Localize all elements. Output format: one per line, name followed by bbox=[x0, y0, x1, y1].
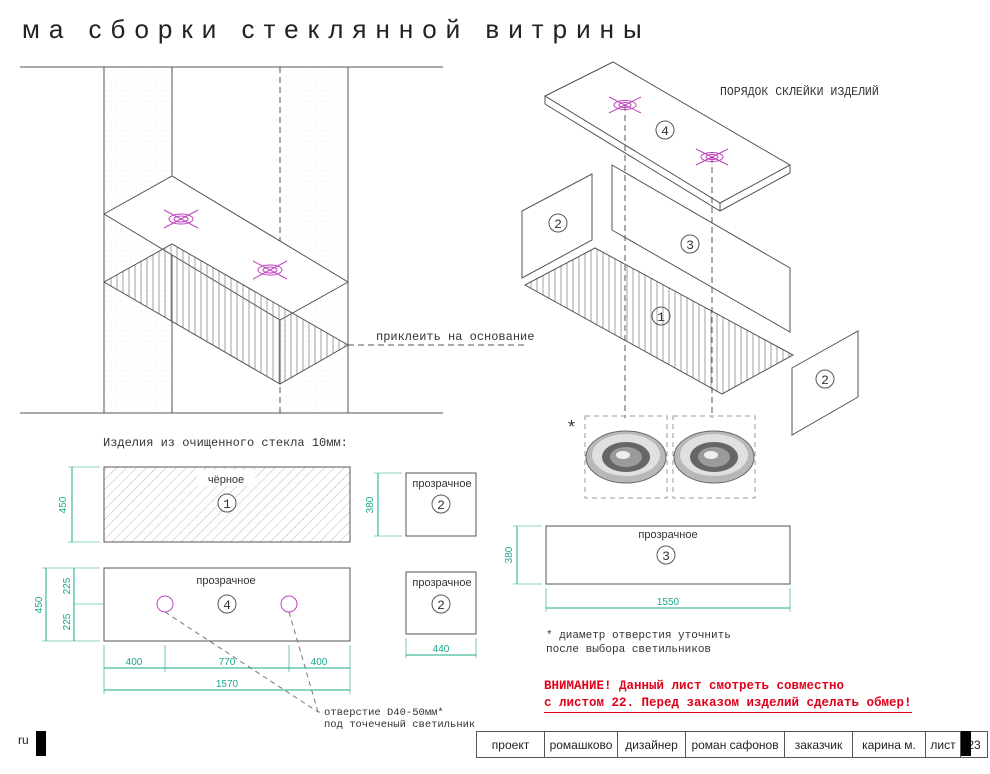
part-4-label: прозрачное bbox=[196, 575, 255, 587]
part-2a-number: 2 bbox=[437, 498, 445, 513]
footer-project-label: проект bbox=[477, 732, 545, 757]
warning-line2: с листом 22. Перед заказом изделий сдела… bbox=[544, 695, 912, 713]
part-1-label: чёрное bbox=[208, 474, 244, 486]
footer-right-bar bbox=[961, 731, 971, 756]
spotlight-images bbox=[584, 415, 756, 499]
installed-view bbox=[20, 66, 525, 414]
footer-sheet-label: лист bbox=[926, 732, 961, 757]
part-4-drawing bbox=[42, 567, 351, 713]
footer-client-label: заказчик bbox=[785, 732, 853, 757]
footer-designer-value: роман сафонов bbox=[686, 732, 785, 757]
asterisk-mark: * bbox=[568, 417, 575, 437]
iso-part-4-number: 4 bbox=[661, 124, 669, 139]
part-1-height-dim: 450 bbox=[58, 496, 69, 513]
part-4-number: 4 bbox=[223, 598, 231, 613]
part-1-number: 1 bbox=[223, 497, 231, 512]
exploded-view bbox=[521, 61, 859, 436]
hole-note-line2: под точеченый светильник bbox=[324, 719, 475, 731]
part-4-mid-dim: 770 bbox=[219, 657, 236, 668]
part-2b-width-dim: 440 bbox=[433, 644, 450, 655]
warning-note: ВНИМАНИЕ! Данный лист смотреть совместно… bbox=[544, 678, 912, 713]
part-4-upper-dim: 225 bbox=[62, 577, 73, 594]
page-title: ма сборки стеклянной витрины bbox=[22, 14, 651, 44]
hole-note-line1: отверстие D40-50мм* bbox=[324, 707, 444, 719]
part-2a-height-dim: 380 bbox=[365, 496, 376, 513]
part-4-right-dim: 400 bbox=[311, 657, 328, 668]
title-block: проект ромашково дизайнер роман сафонов … bbox=[476, 731, 988, 758]
iso-part-2-right-number: 2 bbox=[821, 373, 829, 388]
iso-part-3-number: 3 bbox=[686, 238, 694, 253]
glass-caption: Изделия из очищенного стекла 10мм: bbox=[103, 436, 348, 450]
part-3-height-dim: 380 bbox=[504, 546, 515, 563]
footer-left-bar bbox=[36, 731, 46, 756]
spotlight-2 bbox=[673, 430, 755, 484]
part-3-drawing bbox=[513, 525, 791, 612]
part-4-total-dim: 1570 bbox=[216, 679, 239, 690]
iso-part-1-number: 1 bbox=[657, 310, 665, 325]
part-3-width-dim: 1550 bbox=[657, 597, 680, 608]
spotlight-1 bbox=[585, 430, 667, 484]
part-1-drawing bbox=[68, 466, 351, 543]
part-2b-label: прозрачное bbox=[412, 577, 471, 589]
footer-client-value: карина м. bbox=[853, 732, 926, 757]
light-note-line2: после выбора светильников bbox=[546, 643, 711, 656]
footer-designer-label: дизайнер bbox=[618, 732, 686, 757]
light-note-line1: * диаметр отверстия уточнить bbox=[546, 630, 731, 642]
part-2a-label: прозрачное bbox=[412, 478, 471, 490]
part-4-lower-dim: 225 bbox=[62, 613, 73, 630]
part-2b-drawing bbox=[405, 571, 477, 658]
glue-to-base-label: приклеить на основание bbox=[376, 330, 534, 344]
part-3-label: прозрачное bbox=[638, 529, 697, 541]
iso-part-2-left-number: 2 bbox=[554, 217, 562, 232]
part-3-number: 3 bbox=[662, 549, 670, 564]
footer-project-value: ромашково bbox=[545, 732, 618, 757]
footer-left-text: ru bbox=[18, 733, 29, 747]
part-4-left-dim: 400 bbox=[126, 657, 143, 668]
warning-line1: ВНИМАНИЕ! Данный лист смотреть совместно bbox=[544, 679, 845, 693]
part-2a-drawing bbox=[374, 472, 477, 537]
part-2b-number: 2 bbox=[437, 598, 445, 613]
part-4-height-dim: 450 bbox=[34, 596, 45, 613]
glue-order-title: ПОРЯДОК СКЛЕЙКИ ИЗДЕЛИЙ bbox=[720, 85, 879, 99]
